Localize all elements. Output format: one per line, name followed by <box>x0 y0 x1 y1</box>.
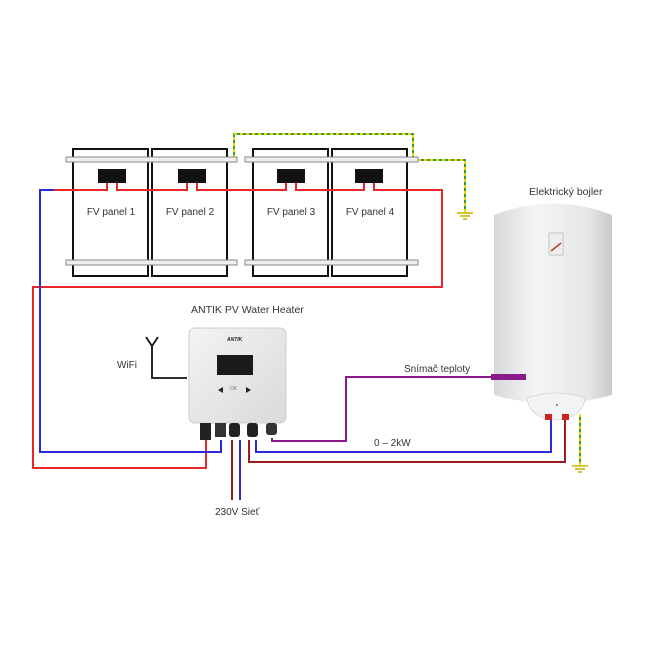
sensor-wire <box>271 376 492 442</box>
controller-title: ANTIK PV Water Heater <box>191 304 304 316</box>
sensor-label: Snímač teploty <box>404 364 471 375</box>
panel-label: FV panel 2 <box>165 207 215 218</box>
display-screen <box>217 355 253 375</box>
connector-output <box>247 423 258 437</box>
wifi-antenna-icon <box>145 336 187 379</box>
panel-label: FV panel 1 <box>86 207 136 218</box>
arrow-left-icon <box>218 387 223 393</box>
boiler-title: Elektrický bojler <box>529 186 603 198</box>
ground-wire-panels <box>233 133 466 212</box>
connector-pv-plus <box>200 423 211 440</box>
panel-label: FV panel 3 <box>266 207 316 218</box>
pv-panel-3 <box>252 148 329 277</box>
dc-string-wire <box>32 183 443 469</box>
connector-mains <box>229 423 240 437</box>
panel-label: FV panel 4 <box>345 207 395 218</box>
dc-negative-wire <box>39 189 222 453</box>
electric-boiler <box>491 203 612 421</box>
pv-panel-4 <box>331 148 408 277</box>
pv-panel-2 <box>151 148 228 277</box>
ok-button: OK <box>230 386 238 392</box>
temperature-sensor <box>491 374 526 380</box>
wifi-label: WiFi <box>117 360 137 371</box>
ground-symbol <box>457 212 473 220</box>
heater-line-wire <box>248 417 566 463</box>
mains-label: 230V Sieť <box>215 507 260 518</box>
connector-sensor <box>266 423 277 435</box>
connector-pv-minus <box>215 423 226 437</box>
mounting-rails <box>65 156 419 266</box>
ground-symbol <box>572 465 588 473</box>
power-label: 0 – 2kW <box>374 438 411 449</box>
brand-logo: ANTIK <box>227 337 243 343</box>
pv-water-heater-controller <box>188 327 287 440</box>
arrow-right-icon <box>246 387 251 393</box>
pv-panel-1 <box>72 148 149 277</box>
heater-neutral-wire <box>255 417 552 453</box>
